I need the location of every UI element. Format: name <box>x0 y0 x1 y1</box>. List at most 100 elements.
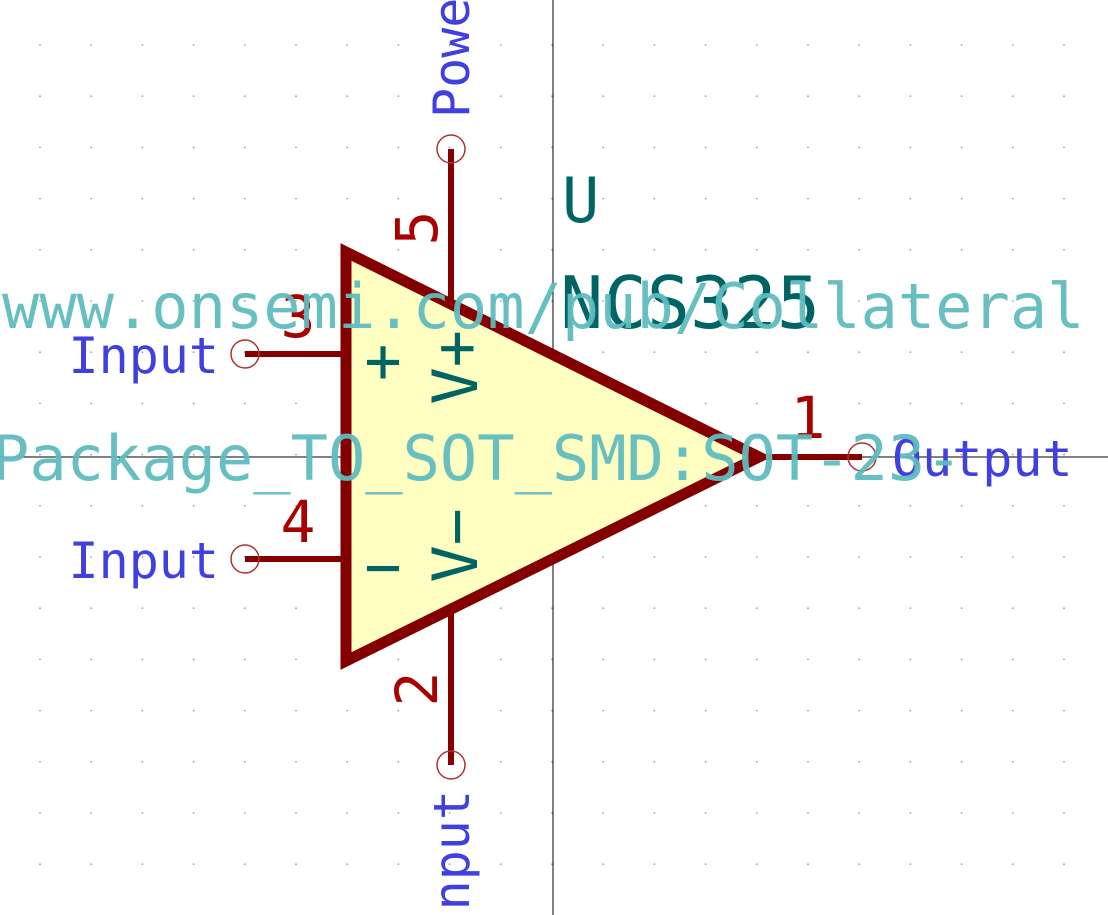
grid-dot <box>1063 44 1065 46</box>
grid-dot <box>243 146 246 149</box>
grid-dot <box>90 351 93 354</box>
pin-5-power[interactable] <box>436 134 466 303</box>
grid-dot <box>602 556 605 558</box>
grid-dot <box>448 95 451 98</box>
grid-dot <box>90 95 93 98</box>
grid-dot <box>807 863 809 866</box>
pin-2-type: Input <box>423 790 481 915</box>
grid-dot <box>755 248 758 251</box>
value-field[interactable]: NCS325 <box>560 261 820 345</box>
grid-dot <box>346 95 349 98</box>
grid-dot <box>1063 453 1065 456</box>
grid-dot <box>295 607 297 610</box>
grid-dot <box>909 197 912 200</box>
grid-dot <box>704 197 707 200</box>
vminus-label: V− <box>419 508 492 583</box>
grid-dot <box>551 300 553 302</box>
grid-dot <box>807 300 809 302</box>
grid-dot <box>295 863 297 866</box>
grid-dot <box>39 197 41 200</box>
grid-dot <box>551 658 553 661</box>
grid-dot <box>858 709 861 712</box>
pin-3-noninverting[interactable] <box>230 339 346 369</box>
grid-dot <box>141 556 144 558</box>
grid-dot <box>807 248 809 251</box>
grid-dot <box>192 453 195 456</box>
pin-2-number: 2 <box>383 672 451 707</box>
grid-dot <box>807 504 809 507</box>
grid-dot <box>1063 197 1065 200</box>
grid-dot <box>653 658 656 661</box>
grid-dot <box>39 760 41 763</box>
grid-dot <box>397 863 400 866</box>
grid-dot <box>807 351 809 354</box>
grid-dot <box>90 812 93 814</box>
grid-dot <box>141 248 144 251</box>
grid-dot <box>1063 146 1065 149</box>
grid-dot <box>90 556 93 558</box>
grid-dot <box>858 95 861 98</box>
grid-dot <box>909 556 912 558</box>
inverting-sign: − <box>364 530 401 603</box>
grid-dot <box>858 812 861 814</box>
grid-dot <box>960 607 963 610</box>
opamp-body[interactable] <box>340 243 772 670</box>
grid-dot <box>960 351 963 354</box>
grid-dot <box>704 556 707 558</box>
datasheet-field[interactable]: www.onsemi.com/pub/Collateral <box>2 270 1085 343</box>
grid-dot <box>243 760 246 763</box>
grid-dot <box>1011 146 1014 149</box>
grid-dot <box>1011 44 1014 46</box>
grid-dot <box>39 351 41 354</box>
pin-2-power-negative[interactable] <box>436 610 466 780</box>
grid-dot <box>1063 300 1065 302</box>
reference-designator[interactable]: U <box>562 164 599 237</box>
grid-dot <box>807 760 809 763</box>
grid-dot <box>243 95 246 98</box>
grid-dot <box>602 351 605 354</box>
grid-dot <box>960 453 963 456</box>
grid-dot <box>243 863 246 866</box>
grid-dot <box>1011 248 1014 251</box>
grid-dot <box>90 248 93 251</box>
grid-dot <box>1063 402 1065 405</box>
grid-dot <box>551 760 553 763</box>
grid-dot <box>1011 453 1014 456</box>
grid-dot <box>704 709 707 712</box>
grid-dot <box>1063 556 1065 558</box>
pin-3-number: 3 <box>281 283 316 351</box>
grid-dot <box>960 197 963 200</box>
grid-dot <box>192 197 195 200</box>
grid-dot <box>909 351 912 354</box>
grid-dot <box>397 760 400 763</box>
grid-dot <box>346 760 349 763</box>
grid-dot <box>602 863 605 866</box>
grid-dot <box>39 504 41 507</box>
vplus-label: V+ <box>419 330 492 405</box>
grid-dot <box>397 44 400 46</box>
grid-dot <box>141 402 144 405</box>
grid-dot <box>499 44 502 46</box>
grid-dot <box>704 300 707 302</box>
grid-dot <box>807 146 809 149</box>
grid-dot <box>551 607 553 610</box>
grid-dot <box>295 453 297 456</box>
pin-1-output[interactable] <box>759 442 877 472</box>
footprint-field[interactable]: Package_TO_SOT_SMD:SOT-23- <box>0 422 963 495</box>
grid-dot <box>141 658 144 661</box>
grid-dot <box>39 812 41 814</box>
grid-dot <box>551 248 553 251</box>
grid-dot <box>499 863 502 866</box>
pin-4-inverting[interactable] <box>230 544 346 574</box>
grid-dot <box>755 658 758 661</box>
grid-dot <box>295 44 297 46</box>
grid-dot <box>1011 658 1014 661</box>
grid-dot <box>653 709 656 712</box>
grid-dot <box>90 709 93 712</box>
grid-dot <box>704 607 707 610</box>
grid-dot <box>192 248 195 251</box>
grid-dot <box>602 146 605 149</box>
grid-dot <box>960 760 963 763</box>
grid-dot <box>960 300 963 302</box>
